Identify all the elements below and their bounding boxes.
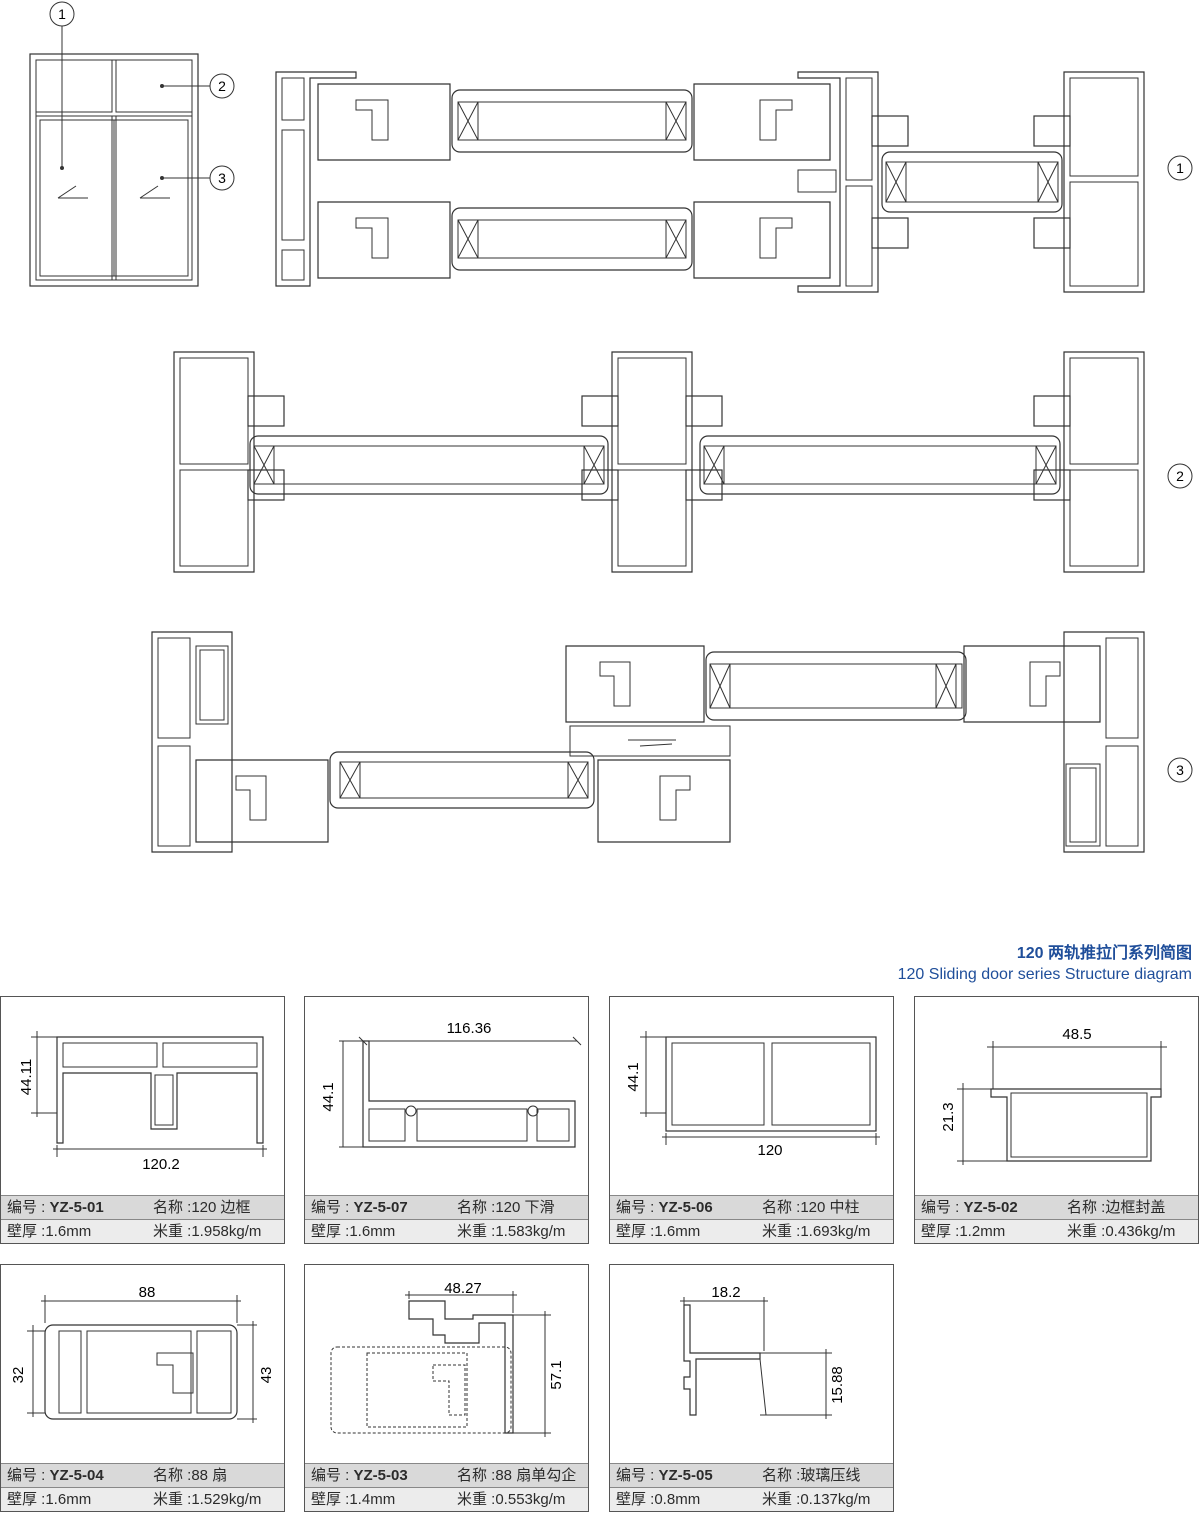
profile-drawing: 18.2 15.88 bbox=[680, 1284, 846, 1419]
meter-weight: 0.137kg/m bbox=[800, 1491, 871, 1508]
profile-drawing: 88 32 43 bbox=[10, 1284, 275, 1423]
dim-height-right: 43 bbox=[258, 1367, 275, 1384]
meter-weight: 0.553kg/m bbox=[495, 1491, 566, 1508]
title-chinese: 120 两轨推拉门系列简图 bbox=[1016, 945, 1192, 962]
profile-name: 88 扇 bbox=[191, 1467, 228, 1484]
section-3-callout-label: 3 bbox=[1176, 762, 1184, 778]
wall-thickness: 0.8mm bbox=[654, 1491, 701, 1508]
dim-width: 48.5 bbox=[1062, 1026, 1091, 1043]
profile-card-yz-5-03: 48.27 57.1 编号 : YZ-5-03 名称 :88 扇单勾企 壁厚 :… bbox=[304, 1264, 589, 1512]
section-1-callout-label: 1 bbox=[1176, 160, 1184, 176]
dim-height: 44.1 bbox=[320, 1082, 337, 1111]
section-3 bbox=[151, 631, 1145, 853]
callout-2-label: 2 bbox=[218, 78, 226, 94]
callout-1-label: 1 bbox=[58, 6, 66, 22]
meter-weight: 1.529kg/m bbox=[191, 1491, 262, 1508]
profile-code: YZ-5-06 bbox=[658, 1199, 713, 1216]
dim-height: 57.1 bbox=[548, 1360, 565, 1389]
elevation-view bbox=[29, 26, 210, 287]
wall-thickness: 1.6mm bbox=[45, 1491, 92, 1508]
dim-height-left: 32 bbox=[10, 1367, 27, 1384]
profile-card-yz-5-07: 116.36 44.1 编号 : YZ-5-07 名称 :120 下滑 壁厚 :… bbox=[304, 996, 589, 1244]
section-3-callout: 3 bbox=[1167, 757, 1193, 783]
profile-card-yz-5-02: 48.5 21.3 编号 : YZ-5-02 名称 :边框封盖 壁厚 :1.2m… bbox=[914, 996, 1199, 1244]
section-2 bbox=[173, 351, 1145, 573]
dim-width: 88 bbox=[139, 1284, 156, 1301]
dim-width: 48.27 bbox=[444, 1280, 482, 1297]
profile-name: 120 边框 bbox=[191, 1199, 251, 1216]
wall-thickness: 1.4mm bbox=[349, 1491, 396, 1508]
profile-drawing: 44.1 120 bbox=[625, 1031, 880, 1159]
callout-2: 2 bbox=[209, 73, 235, 99]
profile-name: 玻璃压线 bbox=[800, 1467, 861, 1484]
profile-code: YZ-5-02 bbox=[963, 1199, 1018, 1216]
meter-weight: 1.958kg/m bbox=[191, 1223, 262, 1240]
wall-thickness: 1.6mm bbox=[45, 1223, 92, 1240]
section-2-callout-label: 2 bbox=[1176, 468, 1184, 484]
meter-weight: 1.693kg/m bbox=[800, 1223, 871, 1240]
meter-weight: 0.436kg/m bbox=[1105, 1223, 1176, 1240]
wall-thickness: 1.6mm bbox=[654, 1223, 701, 1240]
profile-card-yz-5-06: 44.1 120 编号 : YZ-5-06 名称 :120 中柱 壁厚 :1.6… bbox=[609, 996, 894, 1244]
callout-1: 1 bbox=[49, 1, 75, 27]
profile-drawing: 116.36 44.1 bbox=[320, 1020, 582, 1148]
series-title: 120 两轨推拉门系列简图 120 Sliding door series St… bbox=[898, 944, 1192, 986]
profile-code: YZ-5-03 bbox=[353, 1467, 408, 1484]
profile-code: YZ-5-05 bbox=[658, 1467, 713, 1484]
profile-name: 88 扇单勾企 bbox=[495, 1467, 577, 1484]
profile-drawing: 48.27 57.1 bbox=[330, 1280, 565, 1437]
wall-thickness: 1.2mm bbox=[959, 1223, 1006, 1240]
profile-code: YZ-5-04 bbox=[49, 1467, 104, 1484]
dim-height: 44.11 bbox=[18, 1059, 35, 1095]
callout-3: 3 bbox=[209, 165, 235, 191]
meter-weight: 1.583kg/m bbox=[495, 1223, 566, 1240]
profile-code: YZ-5-01 bbox=[49, 1199, 104, 1216]
profile-drawing: 48.5 21.3 bbox=[940, 1026, 1167, 1165]
profile-card-yz-5-01: 44.11 120.2 编号 : YZ-5-01 名称 :120 边框 壁厚 :… bbox=[0, 996, 285, 1244]
title-english: 120 Sliding door series Structure diagra… bbox=[897, 966, 1192, 983]
profile-drawing: 44.11 120.2 bbox=[18, 1031, 267, 1173]
profile-card-yz-5-04: 88 32 43 编号 : YZ-5-04 名称 :88 扇 壁厚 :1.6mm… bbox=[0, 1264, 285, 1512]
dim-width: 120.2 bbox=[142, 1156, 180, 1173]
profile-card-yz-5-05: 18.2 15.88 编号 : YZ-5-05 名称 :玻璃压线 壁厚 :0.8… bbox=[609, 1264, 894, 1512]
callout-3-label: 3 bbox=[218, 170, 226, 186]
profile-name: 边框封盖 bbox=[1105, 1199, 1166, 1216]
structure-diagram: 1 2 3 bbox=[29, 1, 1193, 853]
section-2-callout: 2 bbox=[1167, 463, 1193, 489]
dim-width: 18.2 bbox=[711, 1284, 740, 1301]
profile-code: YZ-5-07 bbox=[353, 1199, 408, 1216]
dim-width: 116.36 bbox=[447, 1020, 492, 1037]
profile-name: 120 下滑 bbox=[495, 1199, 555, 1216]
dim-height: 44.1 bbox=[625, 1062, 642, 1091]
section-1-callout: 1 bbox=[1167, 155, 1193, 181]
section-1 bbox=[275, 71, 1145, 293]
profile-name: 120 中柱 bbox=[800, 1199, 860, 1216]
wall-thickness: 1.6mm bbox=[349, 1223, 396, 1240]
dim-height: 21.3 bbox=[940, 1102, 957, 1131]
dim-width: 120 bbox=[757, 1142, 782, 1159]
dim-height: 15.88 bbox=[829, 1366, 846, 1404]
